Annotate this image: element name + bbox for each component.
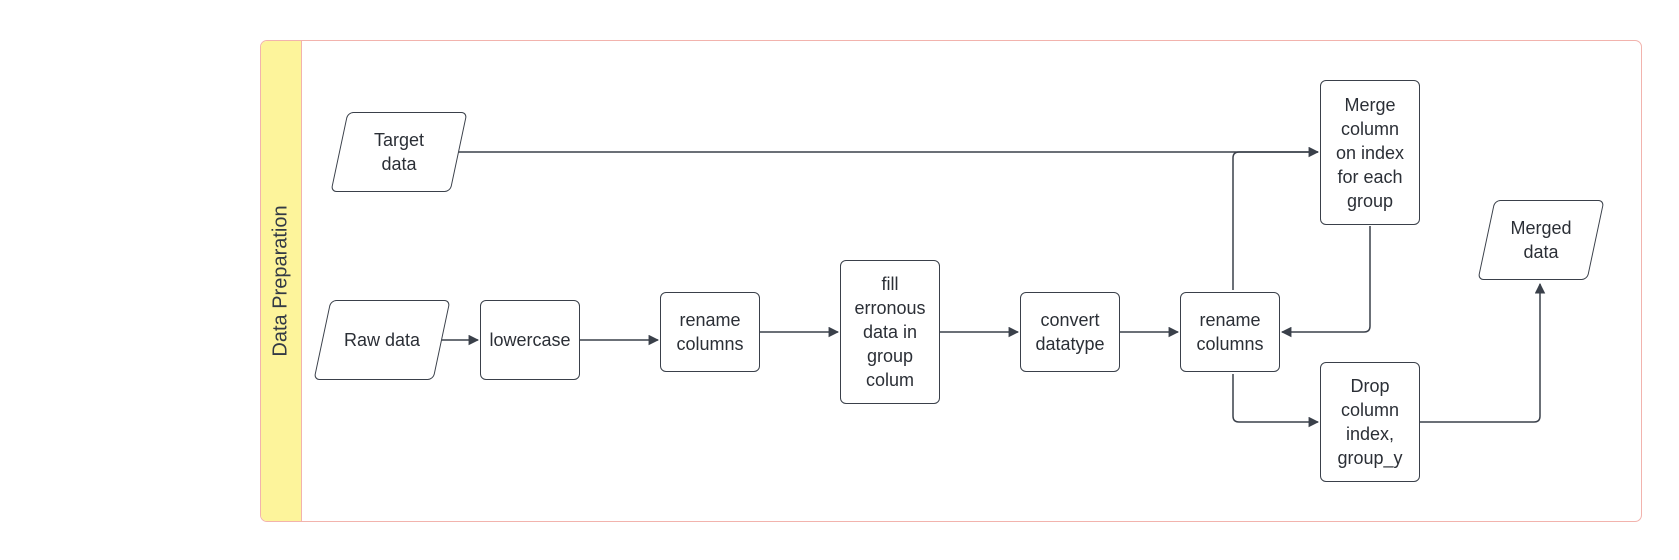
convert-datatype-label: convert datatype bbox=[1035, 310, 1105, 354]
merged-data-node[interactable]: Merged data bbox=[1477, 200, 1605, 280]
swimlane-data-preparation: Data Preparation bbox=[260, 40, 1642, 522]
drop-column-node[interactable]: Drop column index, group_y bbox=[1320, 362, 1420, 482]
fill-erroneous-label: fill erronous data in group colum bbox=[854, 274, 926, 390]
merged-data-label: Merged data bbox=[1510, 218, 1572, 262]
rename-columns-label-2: rename columns bbox=[1196, 310, 1264, 354]
target-data-label: Target data bbox=[373, 130, 425, 174]
swimlane-header: Data Preparation bbox=[261, 41, 302, 521]
merge-column-node[interactable]: Merge column on index for each group bbox=[1320, 80, 1420, 225]
drop-column-label: Drop column index, group_y bbox=[1337, 376, 1403, 468]
raw-data-node[interactable]: Raw data bbox=[313, 300, 451, 380]
fill-erroneous-node[interactable]: fill erronous data in group colum bbox=[840, 260, 940, 404]
merge-column-label: Merge column on index for each group bbox=[1335, 94, 1405, 211]
swimlane-title: Data Preparation bbox=[269, 205, 292, 357]
lowercase-label: lowercase bbox=[489, 330, 571, 350]
raw-data-label: Raw data bbox=[343, 330, 421, 350]
rename-columns-node-1[interactable]: rename columns bbox=[660, 292, 760, 372]
convert-datatype-node[interactable]: convert datatype bbox=[1020, 292, 1120, 372]
rename-columns-node-2[interactable]: rename columns bbox=[1180, 292, 1280, 372]
rename-columns-label-1: rename columns bbox=[676, 310, 744, 354]
lowercase-node[interactable]: lowercase bbox=[480, 300, 580, 380]
target-data-node[interactable]: Target data bbox=[330, 112, 468, 192]
